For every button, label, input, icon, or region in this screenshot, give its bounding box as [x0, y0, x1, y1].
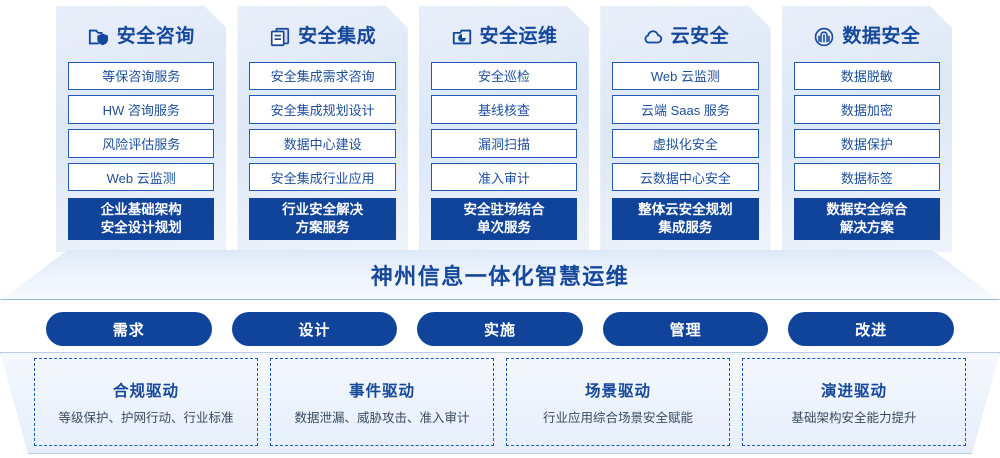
stacked-documents-icon [269, 26, 291, 48]
service-item[interactable]: 云端 Saas 服务 [612, 95, 758, 124]
highlight-line-1: 数据安全综合 [826, 201, 908, 217]
phase-pill-improvement[interactable]: 改进 [788, 312, 954, 346]
driver-description: 行业应用综合场景安全赋能 [542, 410, 693, 425]
phase-pill-row: 需求 设计 实施 管理 改进 [46, 312, 954, 346]
service-item[interactable]: 数据保护 [794, 129, 940, 158]
driver-title: 场景驱动 [584, 382, 651, 400]
phase-pill-implementation[interactable]: 实施 [417, 312, 583, 346]
service-item[interactable]: Web 云监测 [612, 62, 758, 91]
highlight-line-2: 安全设计规划 [100, 220, 182, 236]
fingerprint-icon [813, 26, 835, 48]
phase-pill-design[interactable]: 设计 [231, 312, 398, 346]
service-item[interactable]: 基线核查 [431, 95, 577, 124]
highlight-service-item[interactable]: 企业基础架构 安全设计规划 [68, 198, 214, 240]
service-item[interactable]: 安全集成需求咨询 [249, 62, 395, 91]
service-item[interactable]: 风险评估服务 [68, 129, 214, 158]
highlight-service-item[interactable]: 整体云安全规划 集成服务 [612, 198, 758, 240]
service-item[interactable]: 数据标签 [794, 163, 940, 192]
service-item[interactable]: 云数据中心安全 [612, 163, 758, 192]
service-item[interactable]: 准入审计 [431, 163, 577, 192]
service-item[interactable]: 安全巡检 [431, 62, 577, 91]
column-header: 数据安全 [794, 20, 940, 54]
highlight-line-1: 行业安全解决 [282, 201, 364, 217]
driver-title: 事件驱动 [348, 382, 415, 400]
drivers-row: 合规驱动 等级保护、护网行动、行业标准 事件驱动 数据泄漏、威胁攻击、准入审计 … [34, 358, 966, 446]
driver-card-scenario[interactable]: 场景驱动 行业应用综合场景安全赋能 [506, 358, 730, 446]
service-item[interactable]: 数据加密 [794, 95, 940, 124]
driver-card-compliance[interactable]: 合规驱动 等级保护、护网行动、行业标准 [34, 358, 258, 446]
driver-card-evolution[interactable]: 演进驱动 基础架构安全能力提升 [742, 358, 966, 446]
service-item[interactable]: 数据脱敏 [794, 62, 940, 91]
service-item[interactable]: 等保咨询服务 [68, 62, 214, 91]
service-item[interactable]: 漏洞扫描 [431, 129, 577, 158]
service-item[interactable]: 虚拟化安全 [612, 129, 758, 158]
column-header: 安全集成 [249, 20, 395, 54]
capability-column-security-integration: 安全集成 安全集成需求咨询 安全集成规划设计 数据中心建设 安全集成行业应用 行… [237, 6, 407, 252]
capability-column-security-consulting: 安全咨询 等保咨询服务 HW 咨询服务 风险评估服务 Web 云监测 企业基础架… [56, 6, 226, 252]
highlight-service-item[interactable]: 数据安全综合 解决方案 [794, 198, 940, 240]
service-item[interactable]: 安全集成规划设计 [249, 95, 395, 124]
driver-title: 演进驱动 [820, 382, 887, 400]
capability-column-cloud-security: 云安全 Web 云监测 云端 Saas 服务 虚拟化安全 云数据中心安全 整体云… [600, 6, 770, 252]
highlight-line-2: 单次服务 [477, 220, 532, 236]
highlight-line-2: 集成服务 [658, 220, 713, 236]
driver-card-incident[interactable]: 事件驱动 数据泄漏、威胁攻击、准入审计 [270, 358, 494, 446]
highlight-line-2: 解决方案 [839, 220, 894, 236]
capability-column-data-security: 数据安全 数据脱敏 数据加密 数据保护 数据标签 数据安全综合 解决方案 [782, 6, 952, 252]
highlight-line-1: 安全驻场结合 [463, 201, 545, 217]
column-header: 安全咨询 [68, 20, 214, 54]
highlight-line-2: 方案服务 [295, 220, 350, 236]
highlight-service-item[interactable]: 行业安全解决 方案服务 [249, 198, 395, 240]
capability-columns: 安全咨询 等保咨询服务 HW 咨询服务 风险评估服务 Web 云监测 企业基础架… [56, 6, 952, 252]
service-item[interactable]: 数据中心建设 [249, 129, 395, 158]
driver-description: 数据泄漏、威胁攻击、准入审计 [294, 410, 470, 425]
platform-banner: 神州信息一体化智慧运维 [0, 250, 1000, 300]
cloud-icon [642, 26, 664, 48]
highlight-service-item[interactable]: 安全驻场结合 单次服务 [431, 198, 577, 240]
column-title: 安全集成 [298, 26, 377, 48]
column-title: 数据安全 [842, 26, 921, 48]
column-title: 云安全 [670, 26, 730, 48]
capability-column-security-operations: 安全运维 安全巡检 基线核查 漏洞扫描 准入审计 安全驻场结合 单次服务 [419, 6, 589, 252]
phase-pill-management[interactable]: 管理 [602, 312, 769, 346]
folder-shield-icon [88, 26, 110, 48]
highlight-line-1: 企业基础架构 [100, 201, 182, 217]
driver-description: 基础架构安全能力提升 [791, 410, 917, 425]
platform-banner-title: 神州信息一体化智慧运维 [370, 263, 630, 289]
highlight-line-1: 整体云安全规划 [638, 201, 733, 217]
service-item[interactable]: 安全集成行业应用 [249, 163, 395, 192]
column-title: 安全咨询 [116, 26, 195, 48]
driver-description: 等级保护、护网行动、行业标准 [58, 410, 234, 425]
driver-title: 合规驱动 [112, 382, 179, 400]
column-header: 安全运维 [431, 20, 577, 54]
service-item[interactable]: Web 云监测 [68, 163, 214, 192]
service-item[interactable]: HW 咨询服务 [68, 95, 214, 124]
phase-pill-requirement[interactable]: 需求 [46, 312, 212, 346]
monitor-chart-icon [451, 26, 473, 48]
column-header: 云安全 [612, 20, 758, 54]
column-title: 安全运维 [479, 26, 558, 48]
